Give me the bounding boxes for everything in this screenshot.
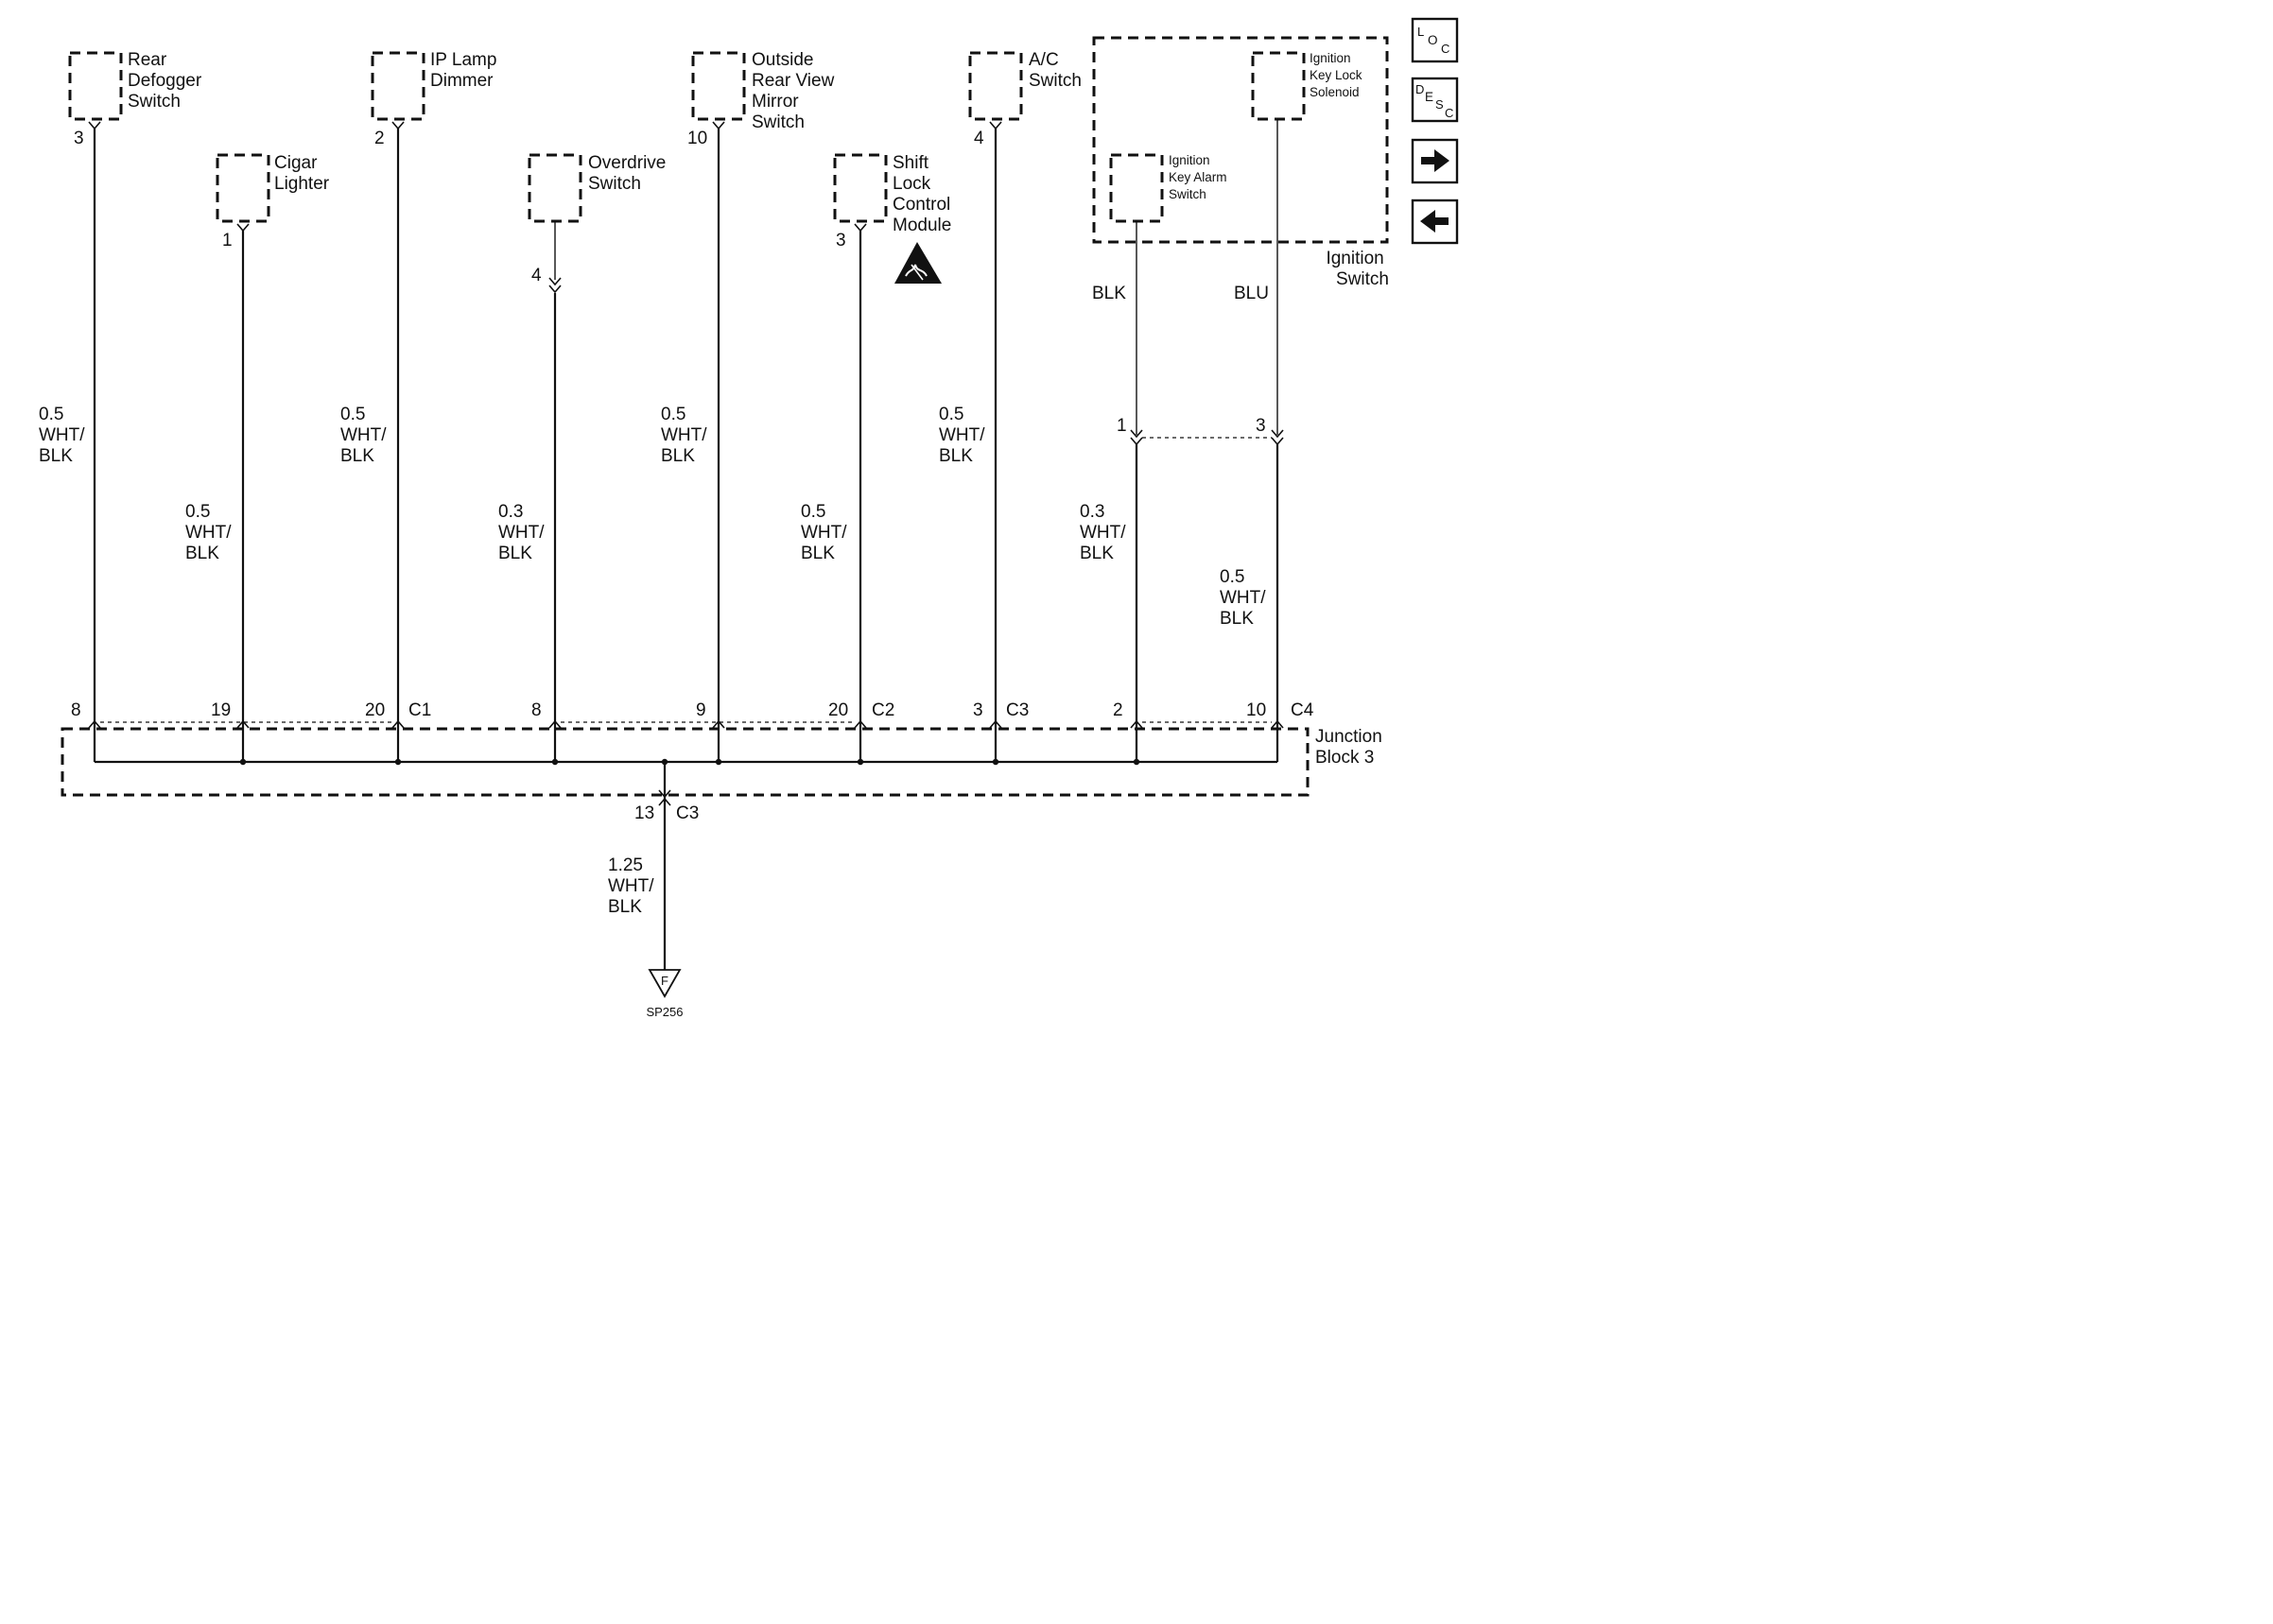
- prev-button[interactable]: [1411, 199, 1459, 245]
- cigar-lighter-box: [216, 153, 270, 223]
- jb-ground-pin: 13: [634, 803, 654, 823]
- connector-c1: C1: [408, 700, 431, 720]
- ground-letter: F: [661, 974, 668, 988]
- wire-label-7: 0.5 WHT/ BLK: [939, 405, 990, 466]
- mirror-switch-label: Outside Rear View Mirror Switch: [752, 50, 840, 132]
- overdrive-switch-box: [528, 153, 582, 223]
- pin-rear-defogger: 3: [74, 129, 84, 148]
- jb-pin-3: 20: [365, 700, 385, 720]
- jb-pin-9: 10: [1246, 700, 1266, 720]
- jb-pin-4: 8: [531, 700, 542, 720]
- ground-symbol: [648, 969, 682, 998]
- wire-label-6: 0.5 WHT/ BLK: [801, 502, 852, 563]
- jb-pin-7: 3: [973, 700, 983, 720]
- esd-warning-icon: [894, 242, 942, 284]
- svg-text:C: C: [1441, 42, 1449, 56]
- wire-label-4: 0.3 WHT/ BLK: [498, 502, 549, 563]
- rear-defogger-switch-box: [68, 51, 123, 121]
- jb-pin-5: 9: [696, 700, 706, 720]
- pin-cigar-lighter: 1: [222, 231, 233, 251]
- svg-text:D: D: [1415, 82, 1424, 96]
- wiring-diagram: Rear Defogger Switch Cigar Lighter IP La…: [39, 17, 1459, 1019]
- jb-pin-8: 2: [1113, 700, 1123, 720]
- junction-block-label: Junction Block 3: [1315, 727, 1387, 768]
- wire-label-9: 0.5 WHT/ BLK: [1220, 567, 1271, 629]
- pin-key-alarm-inline: 1: [1117, 416, 1127, 436]
- pin-ac-switch: 4: [974, 129, 984, 148]
- shift-lock-module-box: [833, 153, 888, 223]
- ac-switch-label: A/C Switch: [1029, 50, 1082, 91]
- arrow-right-icon: [1421, 149, 1449, 172]
- key-lock-solenoid-box: [1251, 51, 1306, 121]
- jb-pin-6: 20: [828, 700, 848, 720]
- ignition-switch-label: Ignition Switch: [1326, 249, 1389, 289]
- wire-label-1: 0.5 WHT/ BLK: [39, 405, 90, 466]
- svg-text:S: S: [1435, 97, 1444, 112]
- mirror-switch-box: [691, 51, 746, 121]
- loc-button[interactable]: L O C: [1411, 17, 1459, 63]
- connector-c2: C2: [872, 700, 894, 720]
- jb-pin-2: 19: [211, 700, 231, 720]
- pin-overdrive: 4: [531, 266, 542, 285]
- pin-mirror-switch: 10: [687, 129, 707, 148]
- ip-lamp-dimmer-label: IP Lamp Dimmer: [430, 50, 502, 91]
- component-pin-markers: [88, 121, 1284, 446]
- overdrive-switch-label: Overdrive Switch: [588, 153, 671, 194]
- pin-ip-lamp-dimmer: 2: [374, 129, 385, 148]
- svg-text:L: L: [1417, 25, 1424, 39]
- ac-switch-box: [968, 51, 1023, 121]
- key-lock-solenoid-label: Ignition Key Lock Solenoid: [1310, 51, 1365, 99]
- splice-dots: [239, 758, 1140, 766]
- jb-pin-1: 8: [71, 700, 81, 720]
- shift-lock-module-label: Shift Lock Control Module: [893, 153, 956, 235]
- splice-pack-label: SP256: [646, 1005, 683, 1019]
- wire-label-blk: BLK: [1092, 284, 1126, 303]
- wire-label-3: 0.5 WHT/ BLK: [340, 405, 391, 466]
- arrow-left-icon: [1420, 210, 1449, 233]
- next-button[interactable]: [1411, 138, 1459, 184]
- svg-text:C: C: [1445, 106, 1453, 120]
- pin-key-lock-inline: 3: [1256, 416, 1266, 436]
- connector-c3: C3: [1006, 700, 1029, 720]
- key-alarm-switch-box: [1109, 153, 1164, 223]
- wire-label-blu: BLU: [1234, 284, 1269, 303]
- cigar-lighter-label: Cigar Lighter: [274, 153, 330, 194]
- svg-text:E: E: [1425, 90, 1433, 104]
- pin-shift-lock: 3: [836, 231, 846, 251]
- key-alarm-switch-label: Ignition Key Alarm Switch: [1169, 153, 1230, 201]
- wire-label-ground: 1.25 WHT/ BLK: [608, 855, 659, 917]
- wire-label-2: 0.5 WHT/ BLK: [185, 502, 236, 563]
- ignition-switch-box: [1092, 36, 1389, 244]
- svg-text:O: O: [1428, 33, 1438, 47]
- junction-pin-markers: [88, 719, 1284, 806]
- connector-c4: C4: [1291, 700, 1314, 720]
- wire-label-8: 0.3 WHT/ BLK: [1080, 502, 1131, 563]
- rear-defogger-switch-label: Rear Defogger Switch: [128, 50, 206, 112]
- desc-button[interactable]: D E S C: [1411, 77, 1459, 123]
- wire-label-5: 0.5 WHT/ BLK: [661, 405, 712, 466]
- junction-block-3-box: [61, 727, 1310, 797]
- ip-lamp-dimmer-box: [371, 51, 425, 121]
- connector-ground: C3: [676, 803, 699, 823]
